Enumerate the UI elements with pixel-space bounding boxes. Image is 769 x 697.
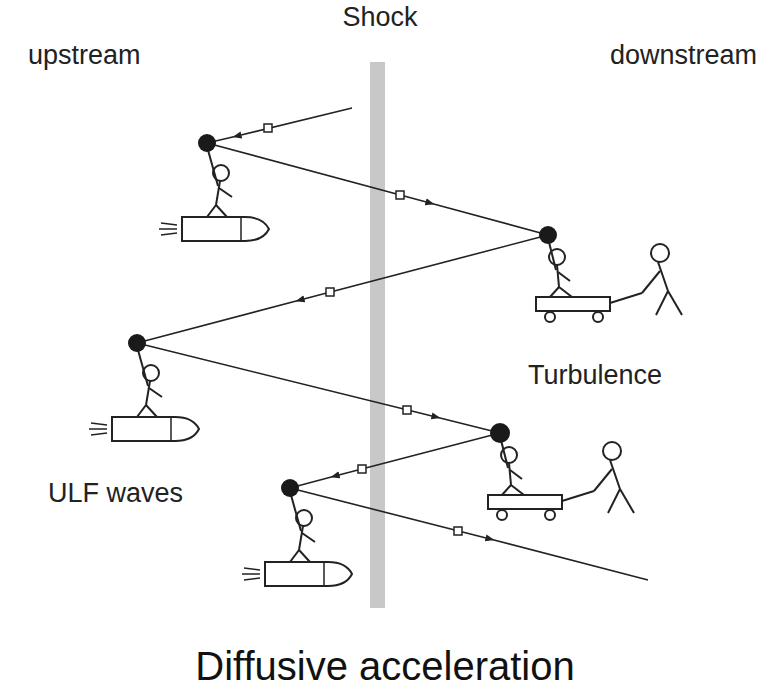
turbulence-label: Turbulence <box>528 360 662 391</box>
shock-label: Shock <box>342 2 417 33</box>
caption: Diffusive acceleration <box>195 643 574 689</box>
region-label: downstream <box>610 40 757 71</box>
wave-label: ULF waves <box>48 478 183 509</box>
region-label: upstream <box>28 40 141 71</box>
